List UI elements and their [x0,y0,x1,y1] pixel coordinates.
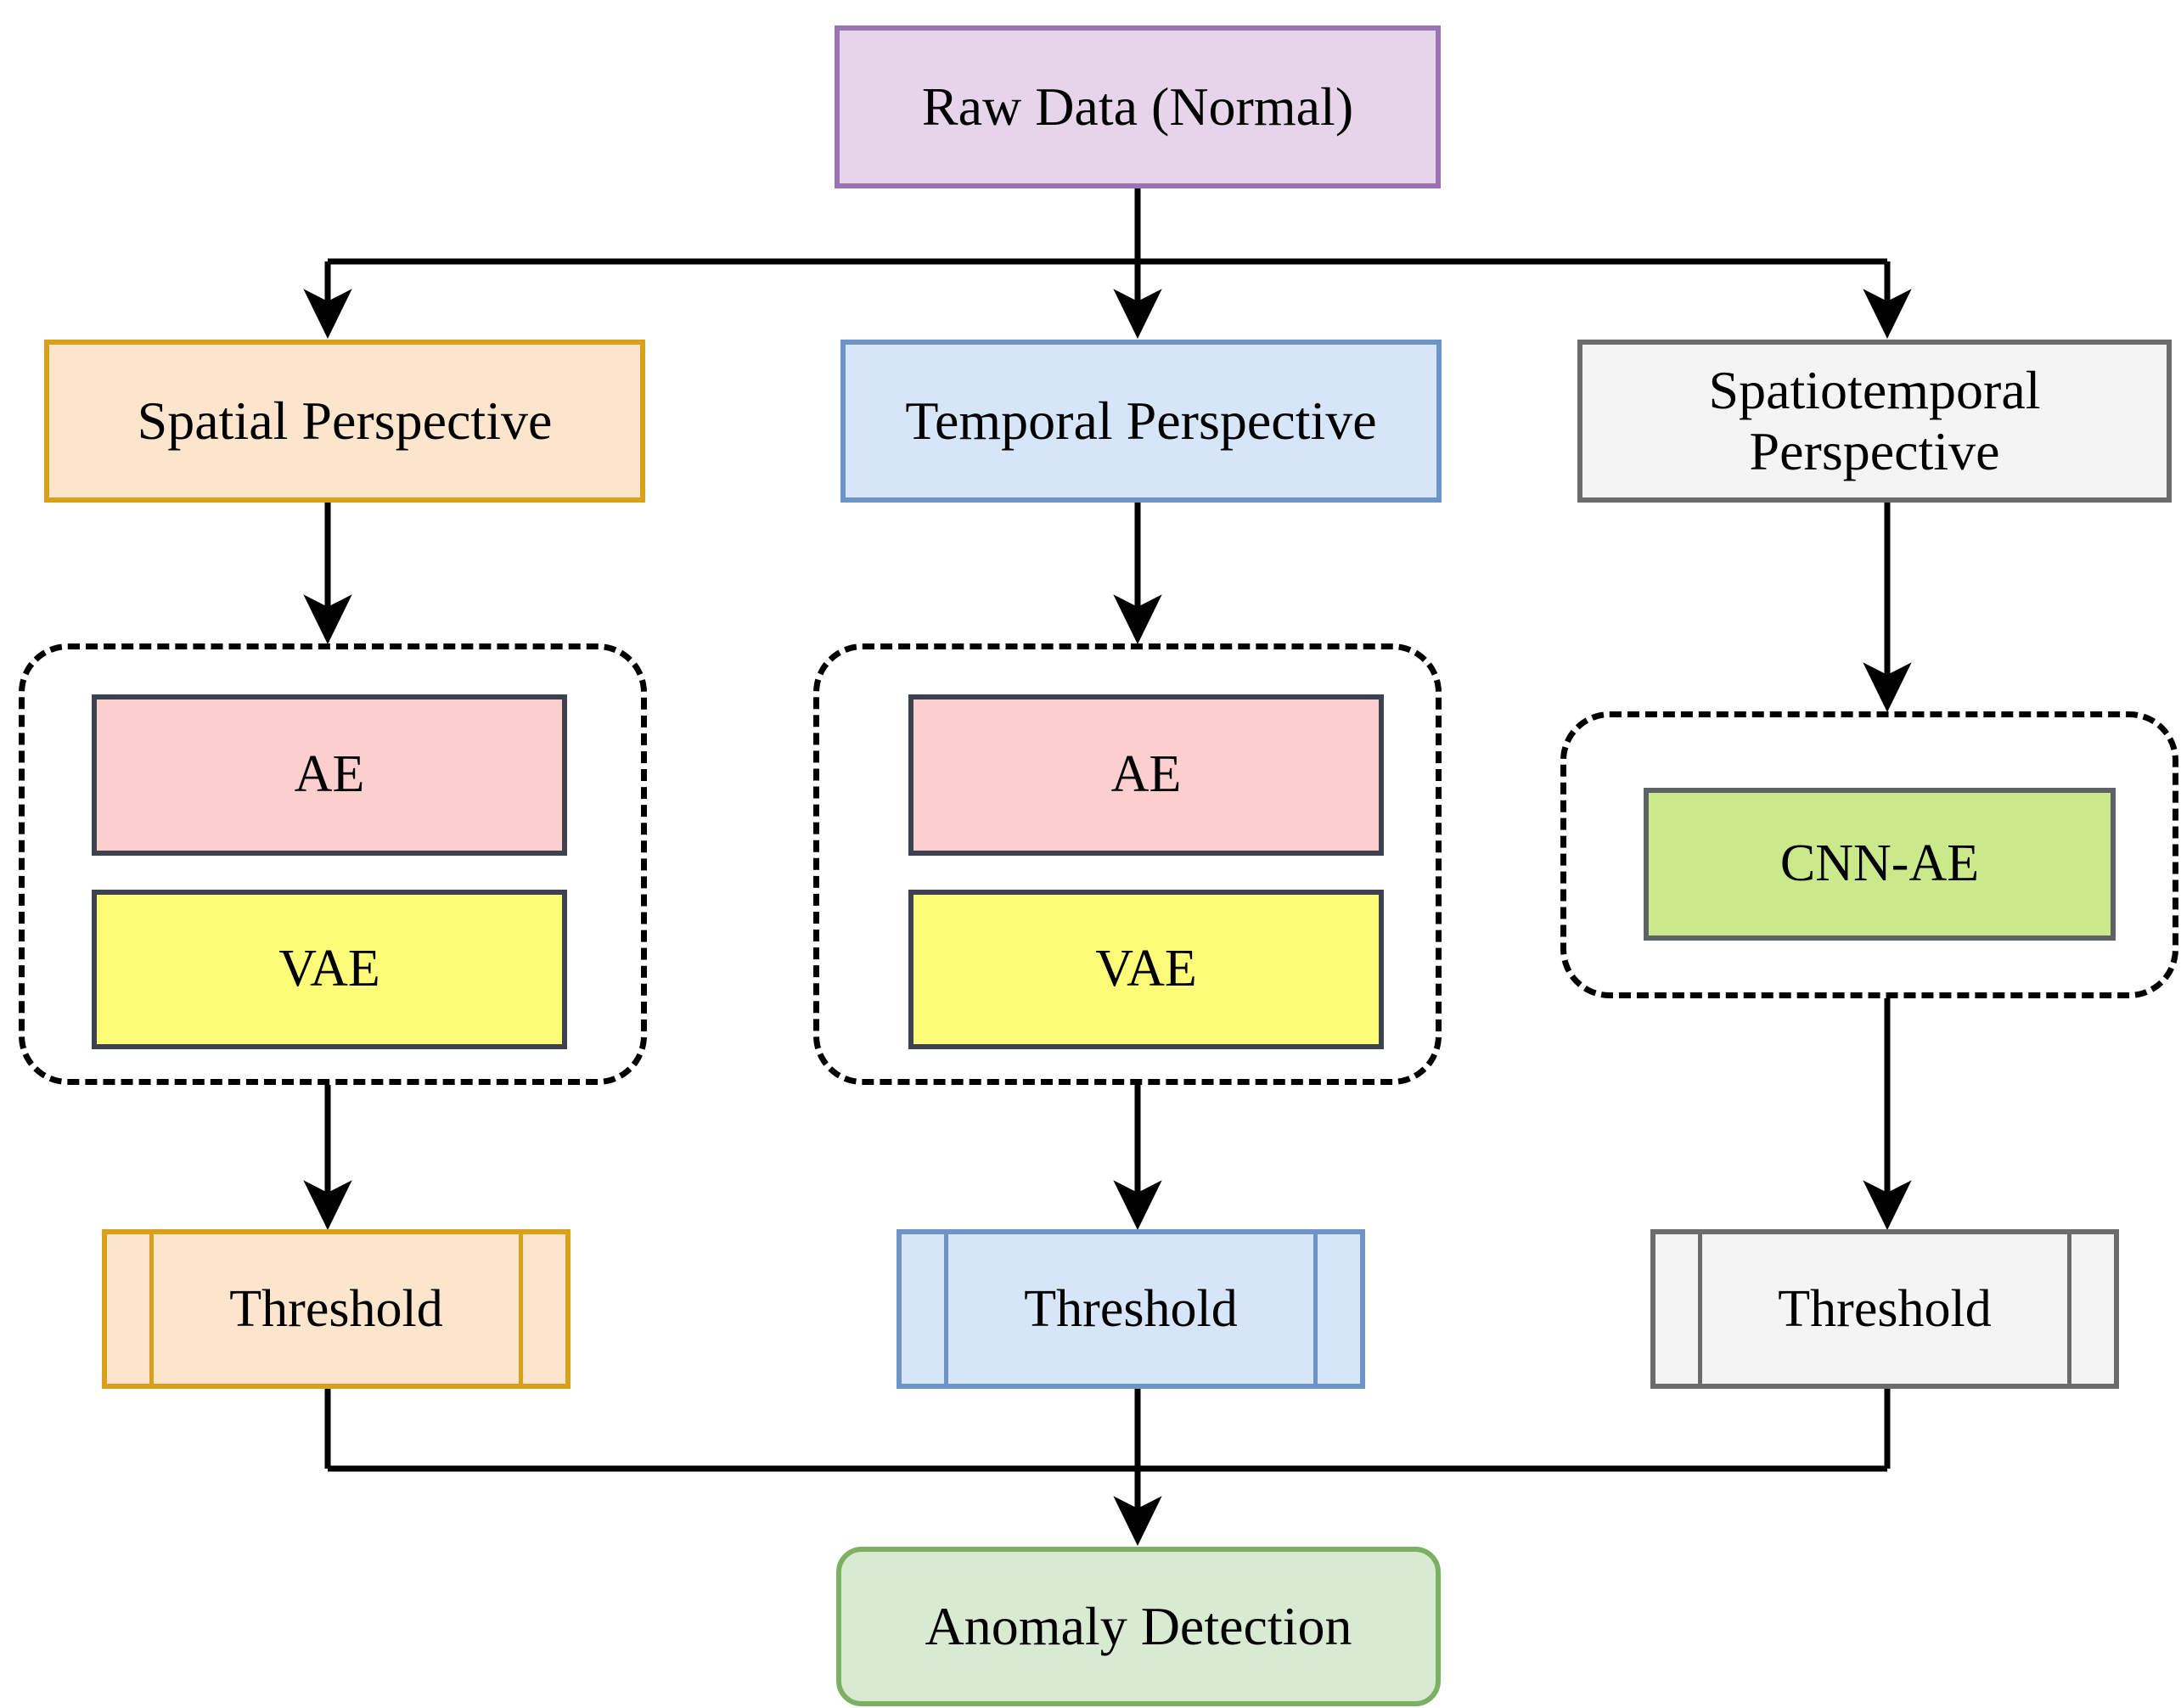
node-spatiotemporal-perspective-label-line1: Spatiotemporal [1708,360,2041,421]
node-temporal-ae[interactable]: AE [908,694,1384,856]
node-spatial-vae[interactable]: VAE [92,890,567,1049]
node-raw-data[interactable]: Raw Data (Normal) [835,25,1441,188]
node-temporal-perspective-label: Temporal Perspective [905,390,1377,452]
node-temporal-vae-label: VAE [1095,940,1197,998]
node-spatiotemporal-threshold-label: Threshold [1778,1279,1992,1338]
node-spatiotemporal-perspective-label-line2: Perspective [1749,421,2000,481]
predefined-process-bar-left [1698,1234,1702,1384]
node-temporal-threshold-label: Threshold [1024,1279,1238,1338]
predefined-process-bar-left [944,1234,948,1384]
group-spatial-models [19,643,647,1085]
node-anomaly-detection-label: Anomaly Detection [925,1596,1352,1657]
predefined-process-bar-left [149,1234,154,1384]
node-temporal-perspective[interactable]: Temporal Perspective [840,340,1442,503]
node-spatial-ae-label: AE [294,745,365,804]
node-temporal-ae-label: AE [1110,745,1182,804]
node-spatiotemporal-cnn-ae-label: CNN-AE [1779,834,1980,893]
node-spatial-threshold[interactable]: Threshold [102,1229,571,1389]
node-spatiotemporal-cnn-ae[interactable]: CNN-AE [1644,788,2116,941]
node-spatial-vae-label: VAE [278,940,380,998]
node-anomaly-detection[interactable]: Anomaly Detection [836,1547,1441,1706]
node-spatial-threshold-label: Threshold [229,1279,443,1338]
node-spatial-ae[interactable]: AE [92,694,567,856]
node-raw-data-label: Raw Data (Normal) [921,76,1354,138]
node-temporal-vae[interactable]: VAE [908,890,1384,1049]
node-spatial-perspective[interactable]: Spatial Perspective [44,340,645,503]
predefined-process-bar-right [519,1234,523,1384]
node-spatiotemporal-perspective[interactable]: Spatiotemporal Perspective [1577,340,2172,503]
group-spatiotemporal-models [1560,711,2178,998]
node-temporal-threshold[interactable]: Threshold [897,1229,1365,1389]
node-spatiotemporal-threshold[interactable]: Threshold [1650,1229,2119,1389]
edge-thresholds-to-bus [324,1389,1891,1472]
edge-raw-to-bus [328,188,1887,265]
group-temporal-models [813,643,1442,1085]
predefined-process-bar-right [1313,1234,1318,1384]
node-spatial-perspective-label: Spatial Perspective [137,390,553,452]
predefined-process-bar-right [2067,1234,2071,1384]
